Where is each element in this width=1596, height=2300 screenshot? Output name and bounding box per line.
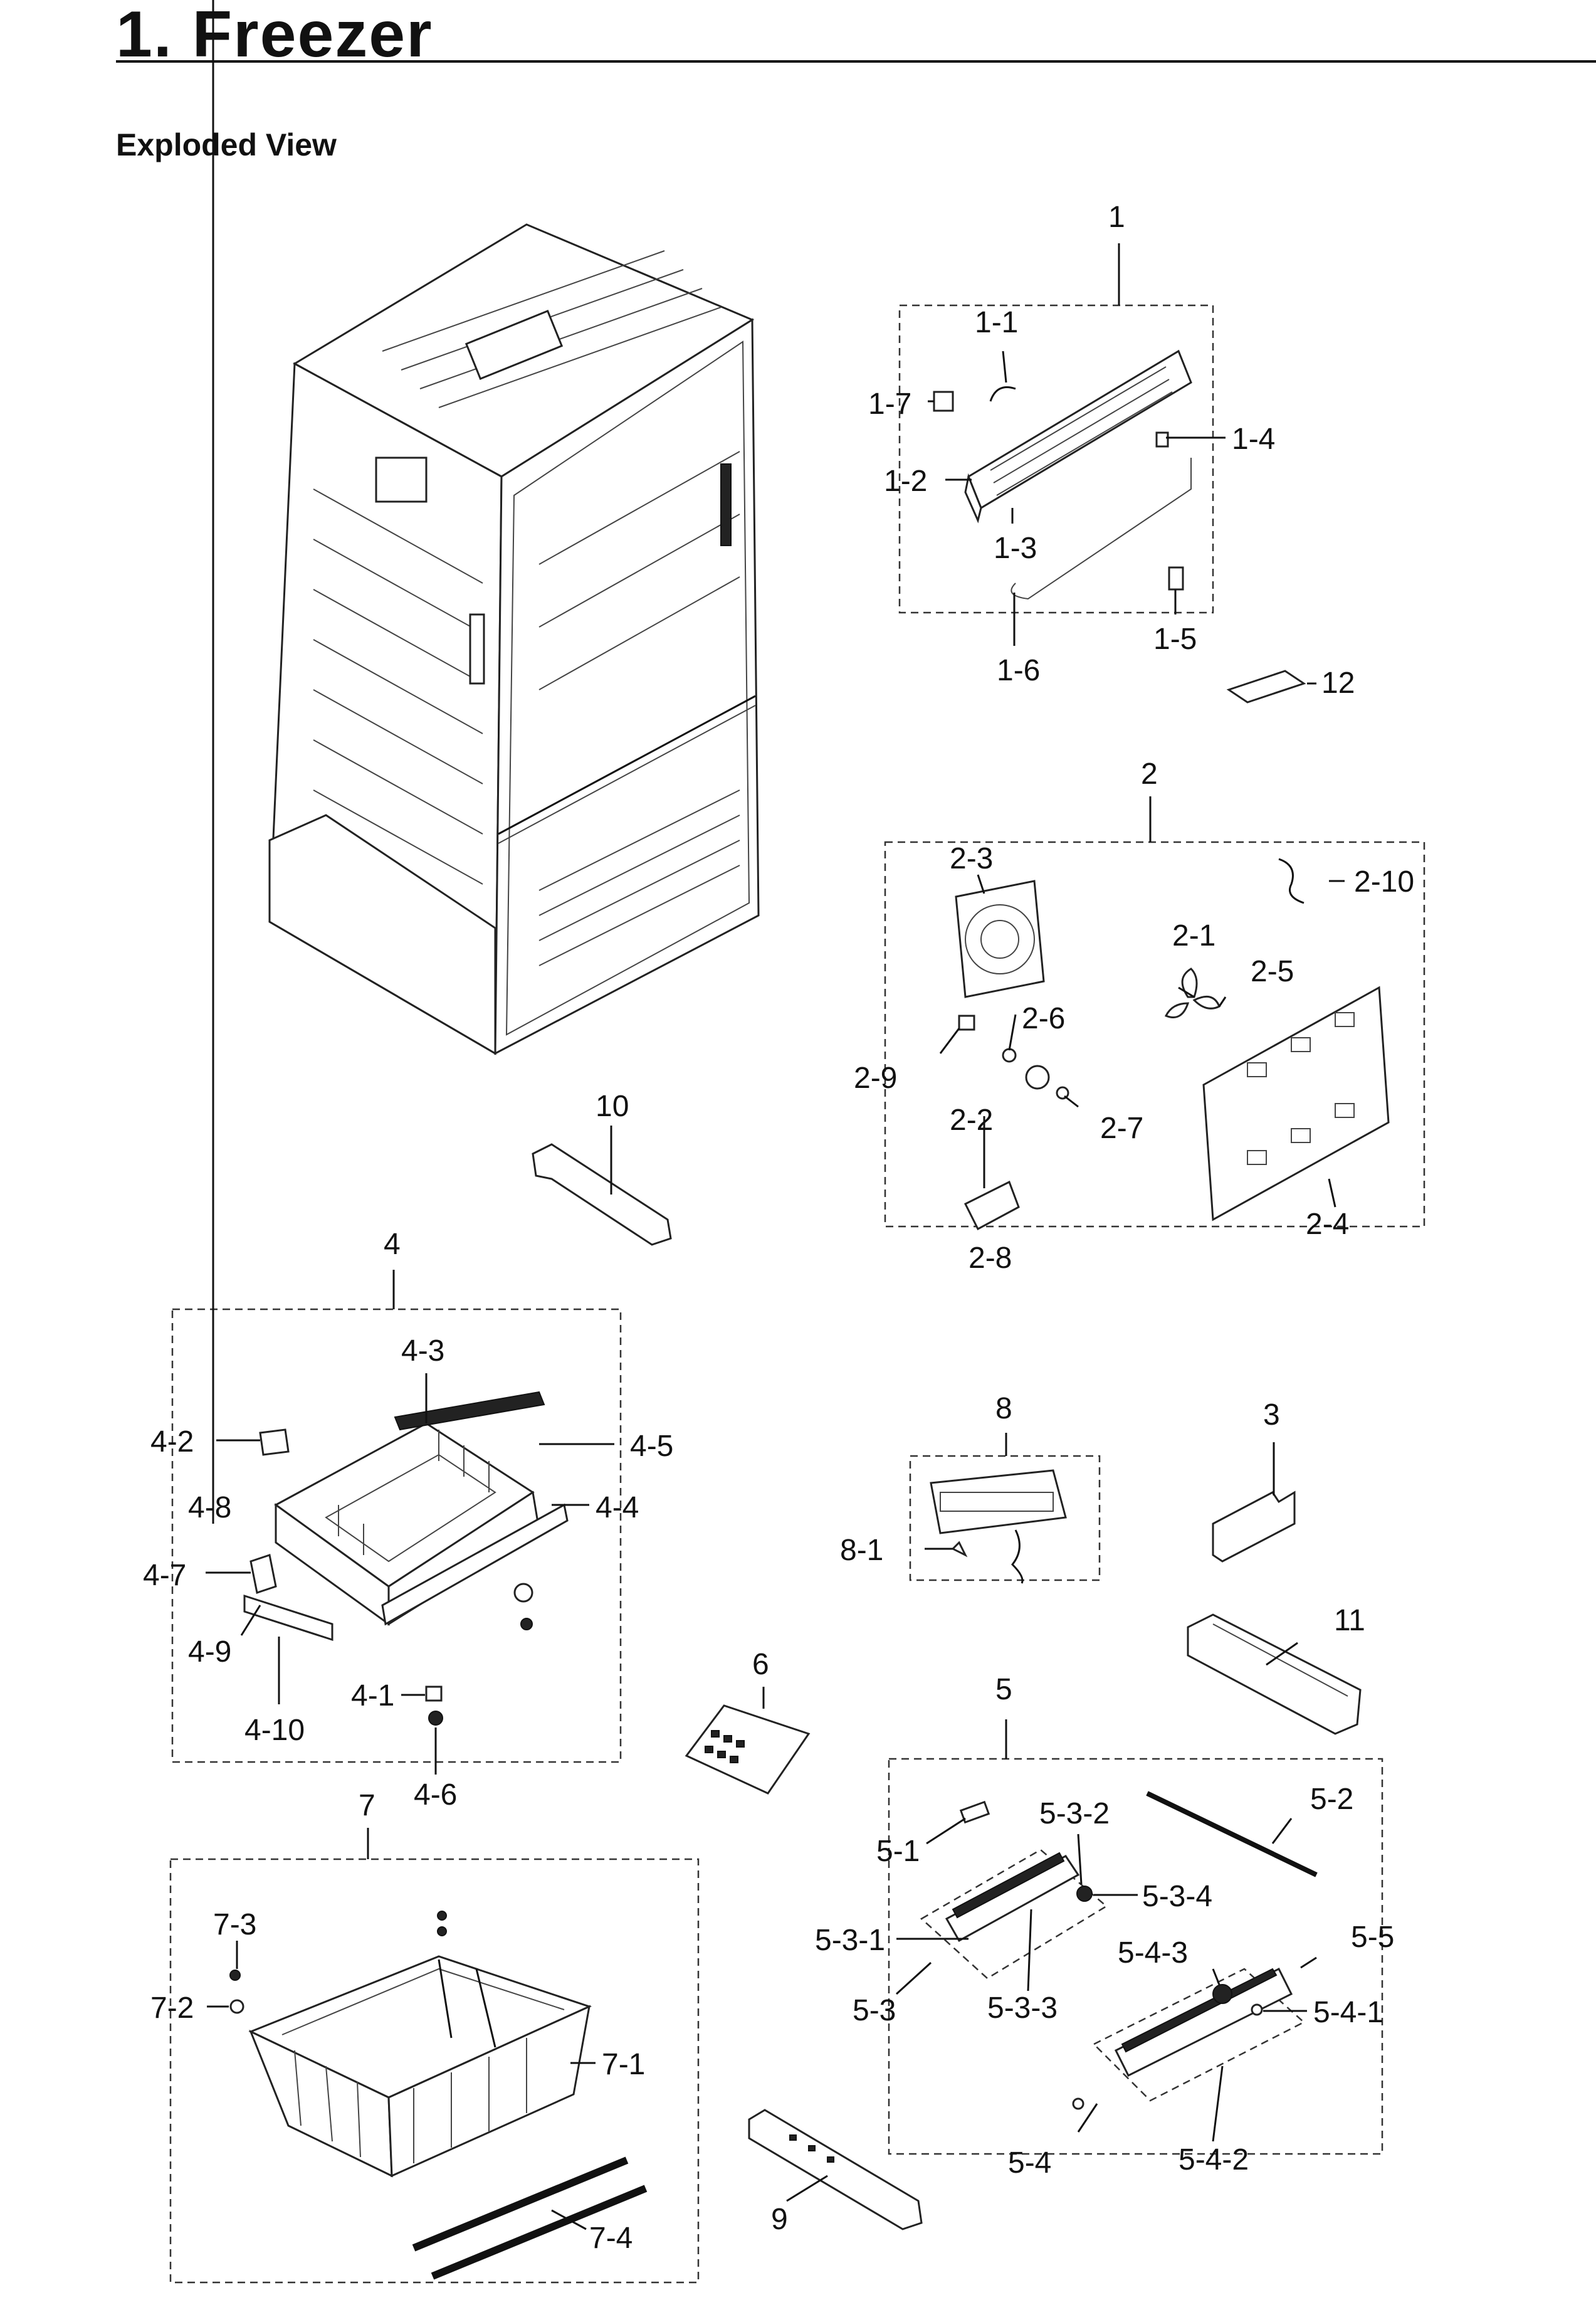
part-9-cover [748,2109,923,2230]
label-1-1: 1-1 [975,306,1018,339]
leader-5-4-2 [1212,2065,1224,2142]
label-4-9: 4-9 [188,1635,231,1669]
label-4-3: 4-3 [401,1334,444,1368]
label-4-6: 4-6 [414,1778,457,1812]
part-10-bracket [532,1126,672,1246]
leader-5-3 [895,1961,932,1995]
leader-5-1 [926,1817,966,1845]
section-subtitle: Exploded View [116,127,337,162]
label-5: 5 [995,1673,1012,1706]
label-5-4-3: 5-4-3 [1118,1936,1188,1970]
leader-5-4-3 [1212,1968,1221,1985]
label-2-1: 2-1 [1172,919,1215,952]
label-4-8: 4-8 [188,1491,231,1524]
label-1-6: 1-6 [997,654,1040,687]
label-2-7: 2-7 [1100,1112,1143,1145]
leader-2-3 [977,874,985,894]
part-3-bracket [1212,1442,1296,1563]
callout-labels: 1 1-1 1-7 1-4 1-2 1-3 1-5 1-6 12 2 2-3 2… [143,201,1414,2255]
label-2-8: 2-8 [969,1242,1012,1275]
leader-5-2 [1271,1818,1293,1844]
label-4-2: 4-2 [150,1425,194,1459]
leader-1-1 [1002,351,1007,383]
label-2: 2 [1141,757,1158,791]
leader-2-5 [1218,996,1227,1007]
label-2-9: 2-9 [854,1062,897,1095]
part-11-cover [1187,1613,1362,1735]
group-1-evaporator [898,243,1214,614]
leader-5-3-2 [1077,1833,1083,1885]
leader-2-1 [1178,986,1195,998]
label-5-4-1: 5-4-1 [1313,1996,1383,2029]
label-7-1: 7-1 [602,2048,645,2081]
label-2-2: 2-2 [950,1104,993,1137]
label-2-10: 2-10 [1354,865,1414,899]
label-5-3-2: 5-3-2 [1039,1797,1110,1830]
label-1-3: 1-3 [994,532,1037,565]
label-5-5: 5-5 [1351,1921,1394,1954]
label-5-3-3: 5-3-3 [987,1991,1058,2025]
label-5-2: 5-2 [1310,1783,1353,1816]
label-7-3: 7-3 [213,1908,256,1941]
label-4-10: 4-10 [244,1714,305,1747]
leader-7-4 [551,2209,587,2230]
group-4-upper-drawer [171,1270,622,1763]
label-8-1: 8-1 [840,1534,883,1567]
leader-2-6 [1008,1014,1017,1051]
label-12: 12 [1321,667,1355,700]
label-4: 4 [384,1228,401,1261]
label-2-4: 2-4 [1306,1208,1349,1241]
label-2-6: 2-6 [1022,1002,1065,1035]
label-4-5: 4-5 [630,1430,673,1463]
label-1: 1 [1108,201,1125,234]
label-4-1: 4-1 [351,1679,394,1712]
group-5-damper-assembly [888,1719,1383,2155]
page-title: 1. Freezer [116,0,433,71]
group-8-ice-maker [909,1433,1101,1584]
label-5-3-1: 5-3-1 [815,1924,885,1957]
label-9: 9 [771,2203,788,2236]
label-1-5: 1-5 [1153,623,1197,656]
label-11: 11 [1334,1604,1365,1637]
leader-2-9 [939,1028,960,1054]
label-2-3: 2-3 [950,842,993,875]
label-8: 8 [995,1392,1012,1425]
title-rule [116,60,1596,63]
part-12 [1226,670,1306,704]
label-7-2: 7-2 [150,1991,194,2025]
group-7-lower-drawer [169,1828,700,2284]
leader-4-9 [240,1605,261,1636]
label-7-4: 7-4 [589,2222,633,2255]
label-5-4-2: 5-4-2 [1179,2143,1249,2176]
label-5-3: 5-3 [853,1994,896,2027]
label-10: 10 [596,1090,629,1123]
label-3: 3 [1263,1398,1280,1432]
part-6-panel [685,1687,811,1795]
label-6: 6 [752,1648,769,1681]
freezer-cabinet [268,223,760,1055]
label-1-4: 1-4 [1232,423,1275,456]
leader-2-7 [1064,1095,1079,1108]
leader-5-3-3 [1027,1909,1032,1991]
label-7: 7 [359,1789,375,1822]
label-4-7: 4-7 [143,1559,186,1592]
label-2-5: 2-5 [1251,955,1294,988]
label-5-4: 5-4 [1008,2146,1051,2180]
leader-2-4 [1328,1178,1336,1208]
label-1-2: 1-2 [884,465,927,498]
leader-5-4 [1077,2103,1098,2133]
group-2-fan-assembly [884,796,1425,1231]
label-5-3-4: 5-3-4 [1142,1880,1212,1913]
label-4-4: 4-4 [596,1491,639,1524]
label-5-1: 5-1 [876,1835,920,1868]
label-1-7: 1-7 [868,388,911,421]
